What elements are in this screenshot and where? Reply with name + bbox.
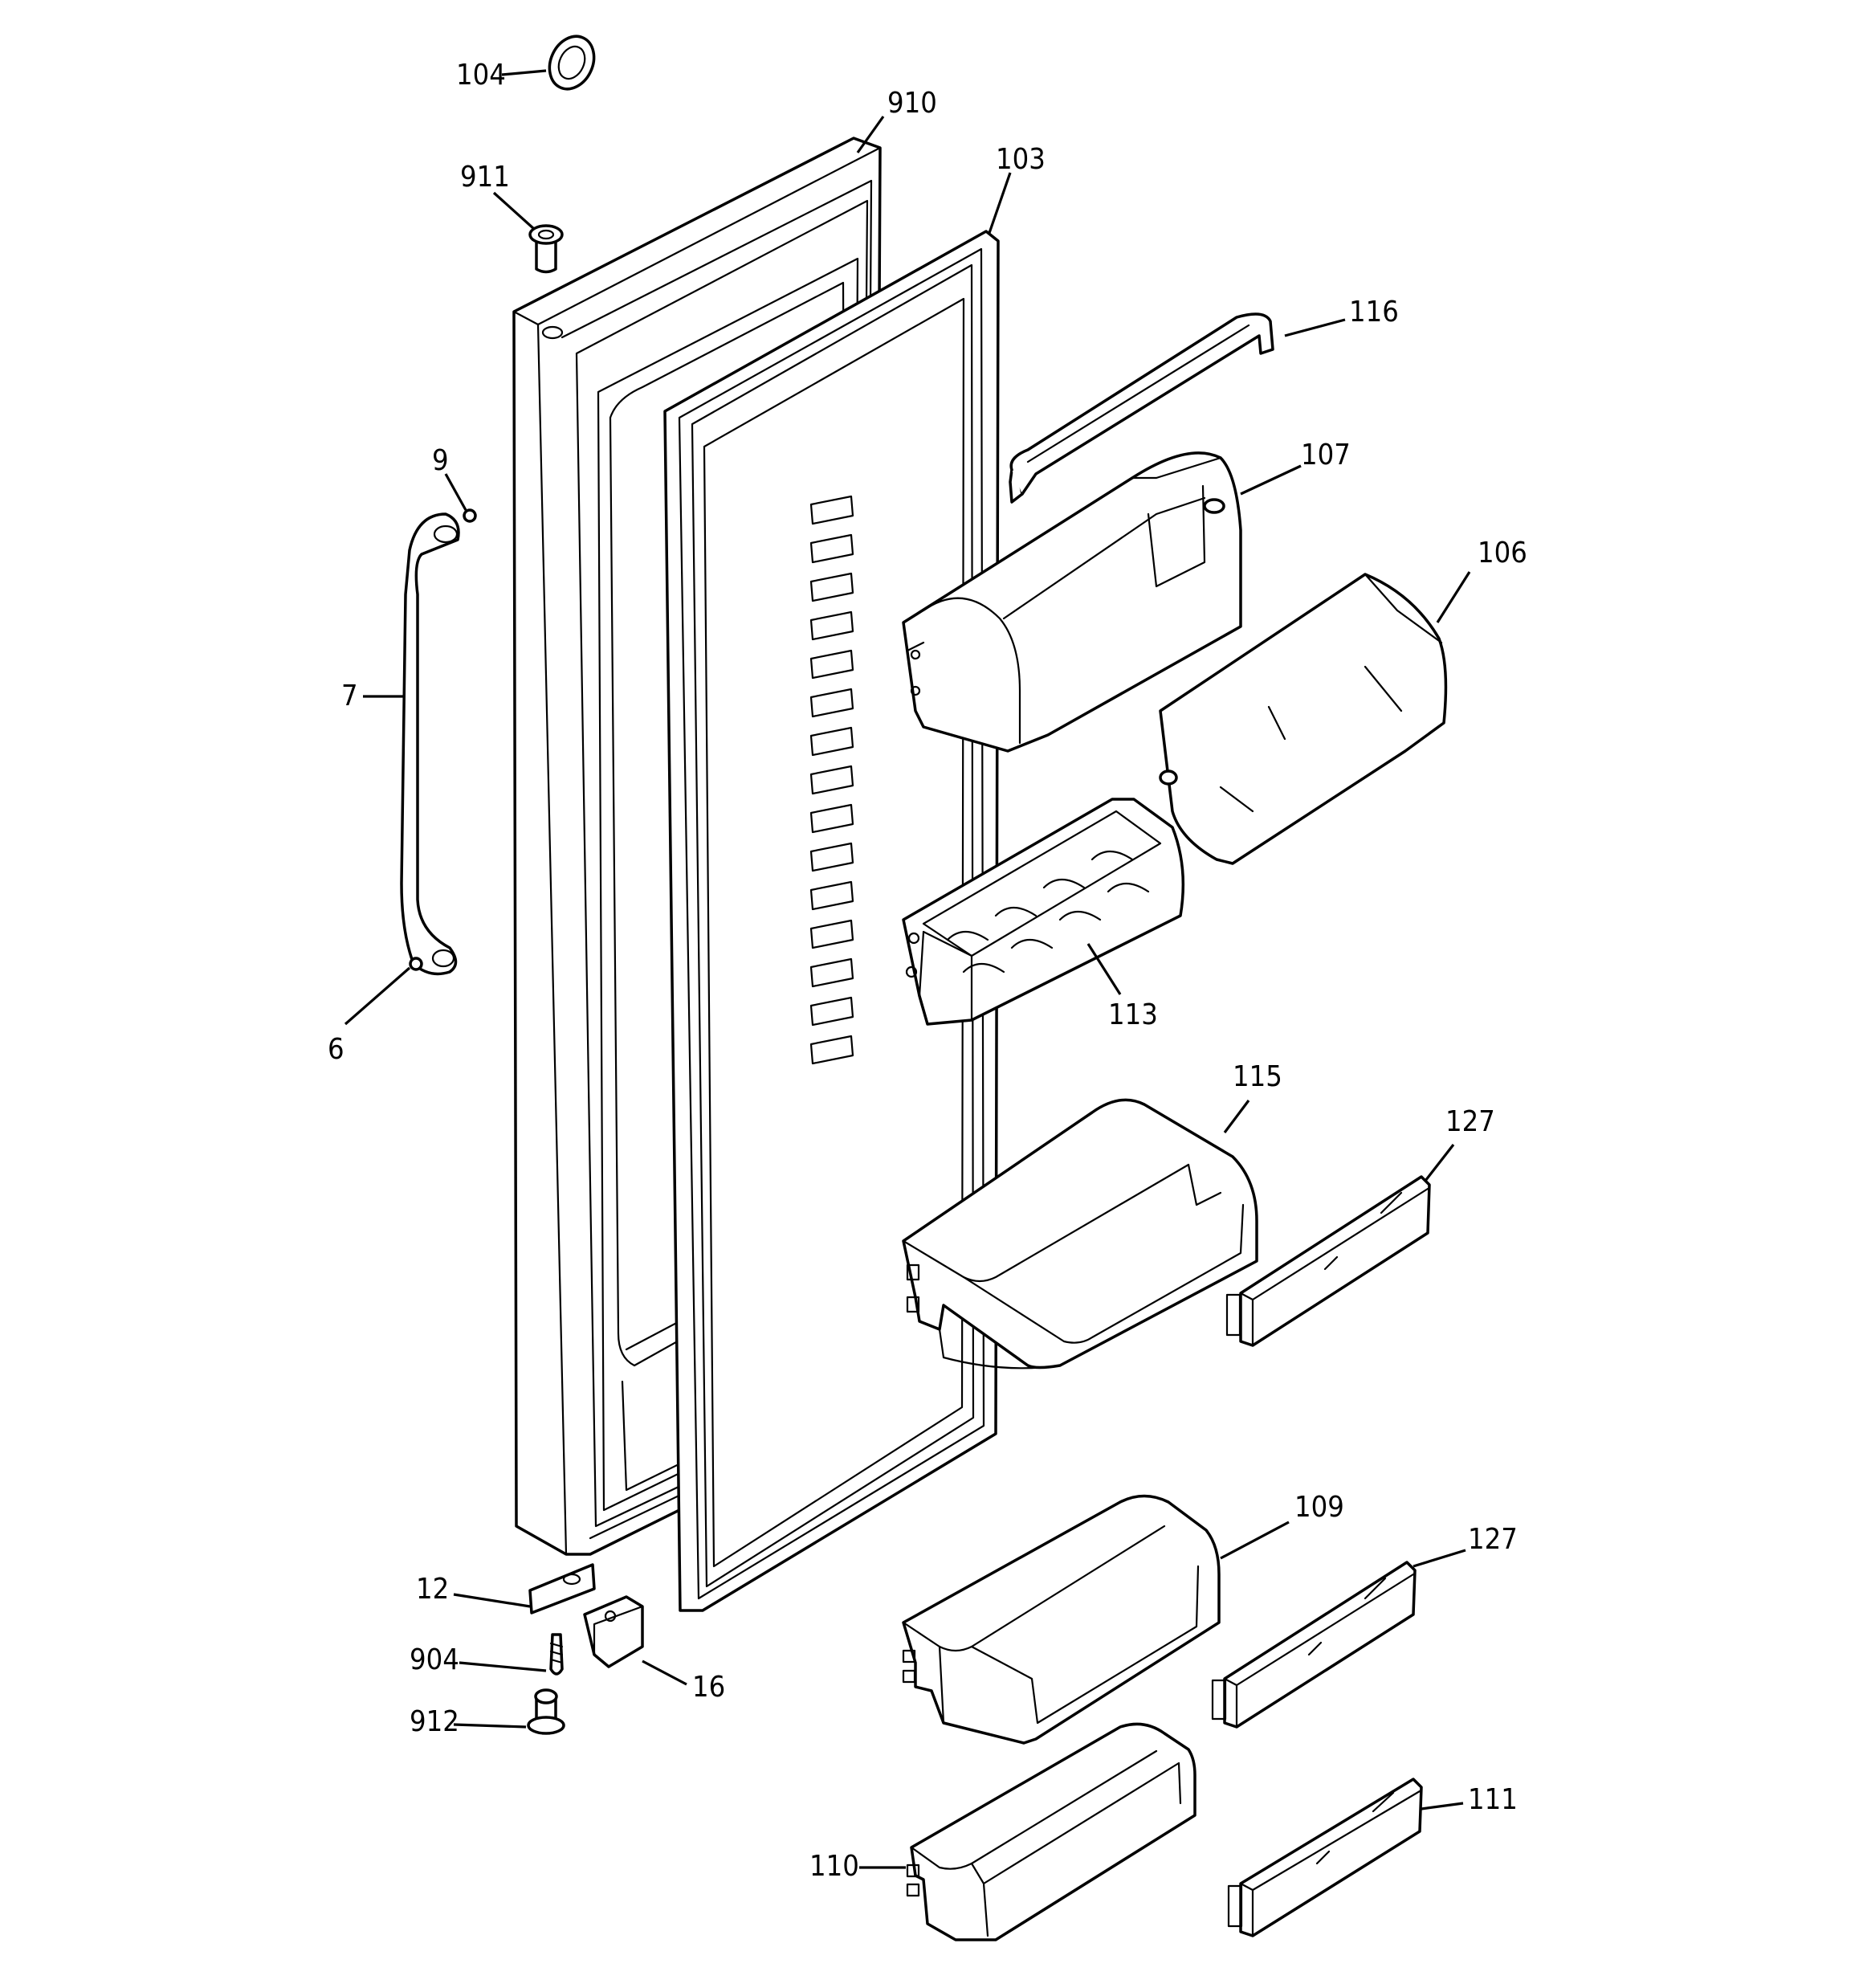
callout-104: 104 bbox=[456, 59, 506, 92]
callout-labels: 104 910 911 103 116 9 107 106 7 113 6 11… bbox=[328, 59, 1527, 1883]
plug-top bbox=[548, 35, 596, 91]
leader-103 bbox=[988, 172, 1012, 234]
callout-103: 103 bbox=[996, 143, 1046, 176]
bin-door-bottom bbox=[906, 1722, 1196, 1941]
callout-127-mid: 127 bbox=[1468, 1523, 1518, 1556]
bin-door-mid bbox=[902, 1494, 1221, 1745]
screw-hinge bbox=[549, 1633, 564, 1676]
bin-front-upper bbox=[1225, 1175, 1431, 1347]
egg-tray-shelf bbox=[902, 798, 1185, 1026]
bushing-top bbox=[528, 224, 564, 274]
bushing-bottom bbox=[527, 1688, 565, 1735]
leader-111 bbox=[1421, 1802, 1464, 1810]
callout-7: 7 bbox=[341, 680, 358, 712]
callout-111: 111 bbox=[1468, 1783, 1518, 1816]
leader-113 bbox=[1086, 943, 1122, 995]
callout-912: 912 bbox=[410, 1705, 459, 1738]
bin-door-large bbox=[902, 1098, 1258, 1370]
leader-12 bbox=[453, 1593, 531, 1608]
dairy-door bbox=[1159, 573, 1448, 865]
bin-front-bottom bbox=[1227, 1778, 1423, 1937]
hinge-plate bbox=[528, 1563, 596, 1614]
callout-127-upper: 127 bbox=[1445, 1105, 1495, 1138]
callout-109: 109 bbox=[1294, 1491, 1344, 1524]
callout-911: 911 bbox=[460, 161, 510, 194]
callout-904: 904 bbox=[410, 1643, 459, 1676]
leader-912 bbox=[453, 1723, 527, 1729]
callout-16: 16 bbox=[692, 1671, 725, 1704]
leader-911 bbox=[492, 191, 536, 231]
leader-106 bbox=[1436, 571, 1471, 623]
callout-6: 6 bbox=[328, 1033, 344, 1066]
callout-106: 106 bbox=[1478, 537, 1527, 569]
leader-16 bbox=[642, 1659, 687, 1686]
leader-127a bbox=[1424, 1144, 1455, 1182]
screw-handle-top bbox=[463, 508, 477, 523]
hinge-bracket bbox=[583, 1595, 644, 1668]
callout-110: 110 bbox=[809, 1850, 859, 1883]
leader-6 bbox=[344, 966, 411, 1026]
callout-107: 107 bbox=[1301, 439, 1351, 471]
leader-910 bbox=[856, 116, 885, 153]
bin-front-mid bbox=[1211, 1561, 1417, 1729]
leader-104 bbox=[501, 69, 547, 76]
leader-109 bbox=[1220, 1521, 1290, 1560]
callout-115: 115 bbox=[1233, 1060, 1282, 1093]
handle bbox=[400, 512, 460, 976]
bin-dairy bbox=[902, 451, 1242, 753]
callout-910: 910 bbox=[887, 87, 937, 120]
leader-116 bbox=[1284, 318, 1346, 337]
callout-113: 113 bbox=[1108, 998, 1158, 1031]
leader-127b bbox=[1413, 1549, 1466, 1568]
leader-lines bbox=[344, 69, 1471, 1869]
leader-9 bbox=[444, 473, 467, 511]
leader-107 bbox=[1240, 464, 1302, 496]
callout-12: 12 bbox=[416, 1573, 449, 1606]
leader-115 bbox=[1223, 1100, 1250, 1133]
trim-cap bbox=[1009, 312, 1274, 504]
screw-handle-bottom bbox=[409, 957, 423, 971]
leader-904 bbox=[459, 1661, 547, 1672]
door-shelf-clips bbox=[809, 495, 854, 1065]
callout-9: 9 bbox=[432, 444, 449, 477]
callout-116: 116 bbox=[1349, 296, 1399, 329]
